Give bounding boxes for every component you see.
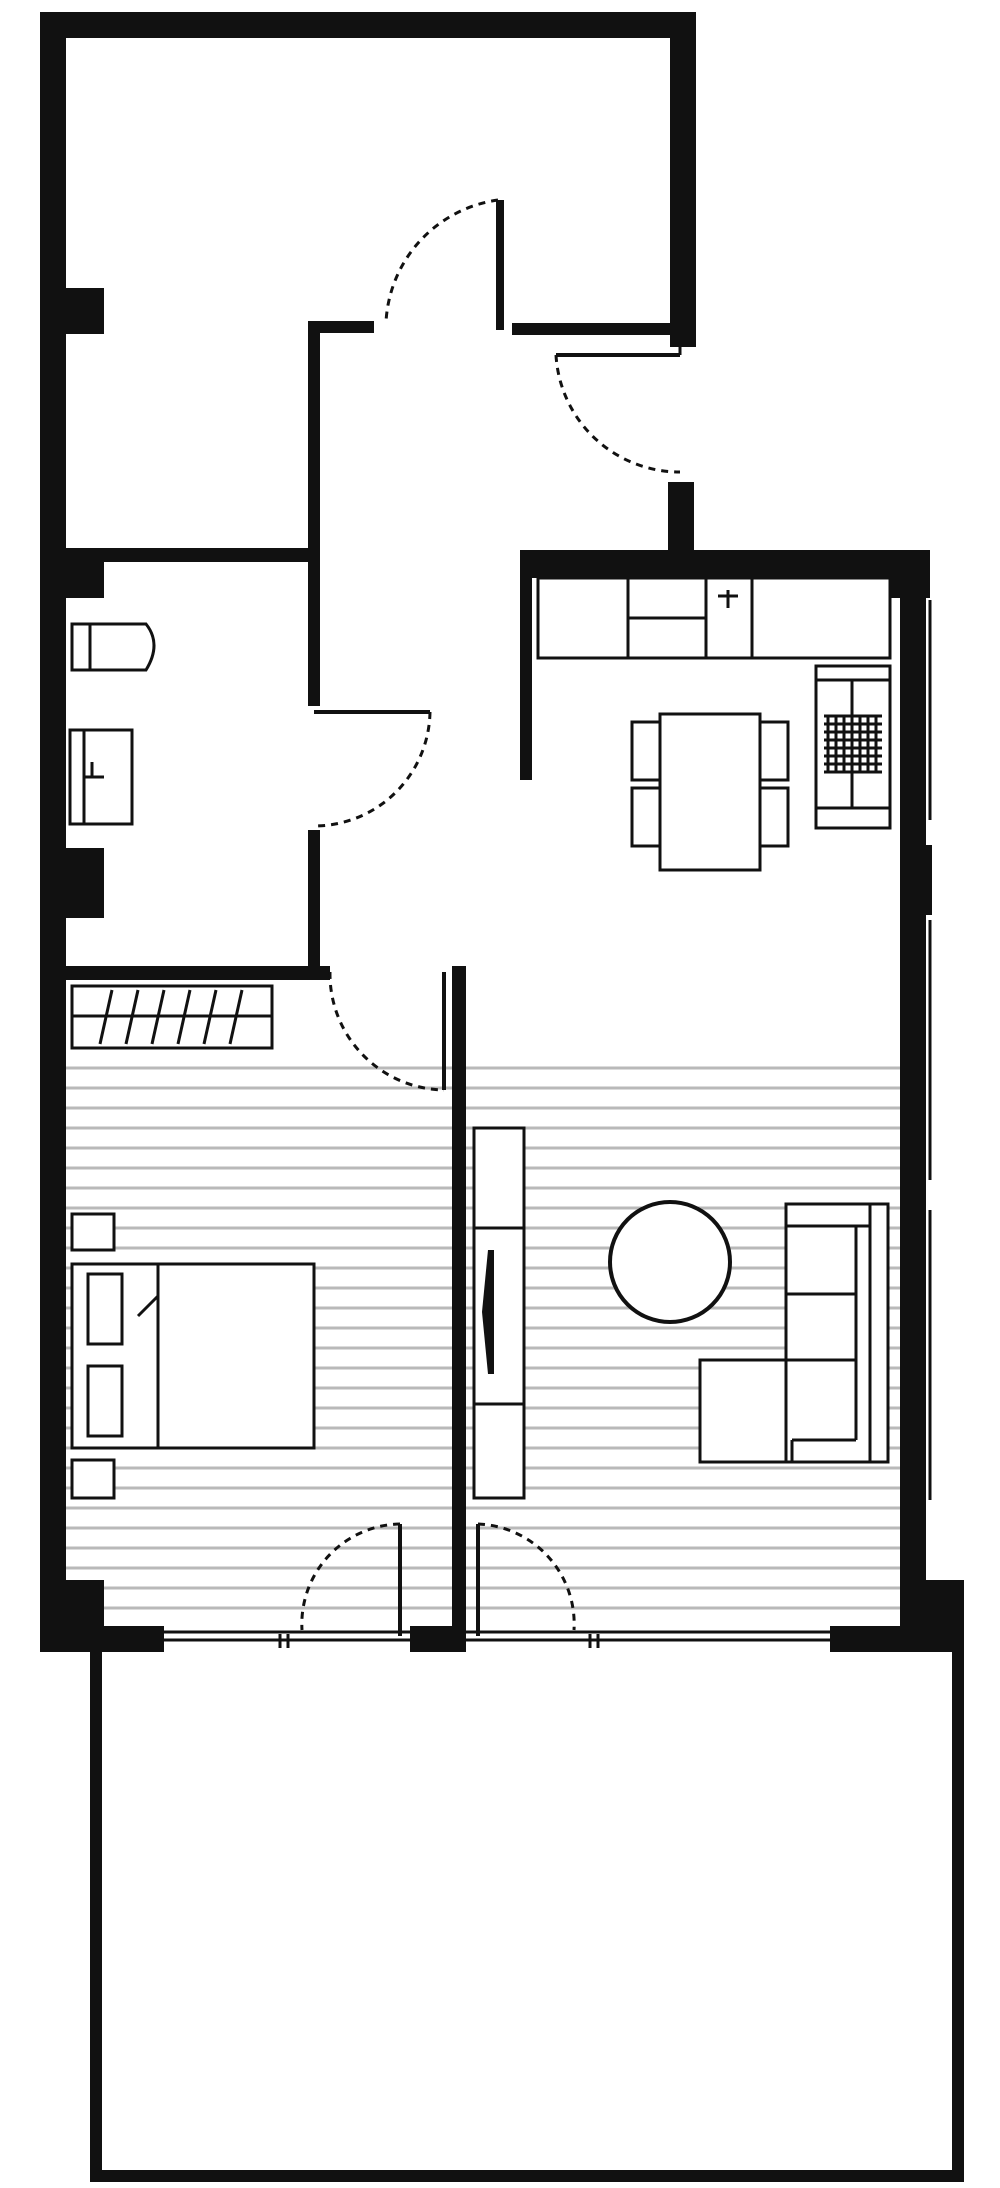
hanger-line: [150, 989, 166, 1045]
hanger-line: [228, 989, 244, 1045]
pillar-bath-side: [40, 848, 104, 918]
wall-hall-left-lower: [308, 830, 320, 970]
wall-partition: [452, 966, 466, 1648]
wall-storage-bottom-right: [512, 323, 696, 335]
door-balcony-right-swing: [477, 1522, 576, 1631]
kitchen-counter: [536, 572, 892, 660]
door-bathroom-swing: [313, 711, 432, 828]
sink-icon: [68, 728, 134, 826]
wall-kitchen-post: [668, 482, 694, 562]
pillar-bath-top: [40, 548, 104, 598]
round-table: [608, 1200, 732, 1324]
wall-top-right: [670, 12, 696, 347]
corner-sofa: [698, 1202, 890, 1464]
wall-storage-door-jamb: [498, 200, 504, 330]
windows: [164, 600, 932, 1648]
wall-right: [900, 550, 926, 1650]
wall-left: [40, 12, 66, 1652]
balcony: [90, 1652, 964, 2182]
hanger-line: [176, 989, 192, 1045]
pillar-bottom-right: [900, 1580, 964, 1652]
dining-table: [630, 712, 790, 872]
doors: [300, 198, 682, 1636]
tv-cabinet: [472, 1126, 526, 1500]
pillar-left-top: [40, 288, 104, 334]
wall-hall-left: [308, 321, 320, 706]
wall-bottom-left: [40, 1626, 164, 1652]
wall-kitchen-left: [520, 562, 532, 780]
pillar-right-mid: [900, 845, 932, 915]
wall-bath-bottom: [40, 966, 330, 980]
door-storage-swing: [384, 198, 499, 323]
toilet-icon: [70, 622, 156, 672]
wardrobe: [70, 984, 274, 1050]
wall-bottom-center: [410, 1626, 466, 1652]
wall-top: [40, 12, 696, 38]
wall-hall-top: [308, 321, 374, 333]
walls: [40, 12, 964, 1652]
door-bedroom-swing: [328, 971, 445, 1092]
wall-bath-top: [40, 548, 320, 562]
double-bed: [70, 1212, 316, 1500]
hanger-line: [98, 989, 114, 1045]
hanger-line: [124, 989, 140, 1045]
door-balcony-left-swing: [300, 1522, 401, 1631]
stove-icon: [814, 664, 892, 830]
door-entry-swing: [554, 354, 681, 474]
hanger-line: [202, 989, 218, 1045]
